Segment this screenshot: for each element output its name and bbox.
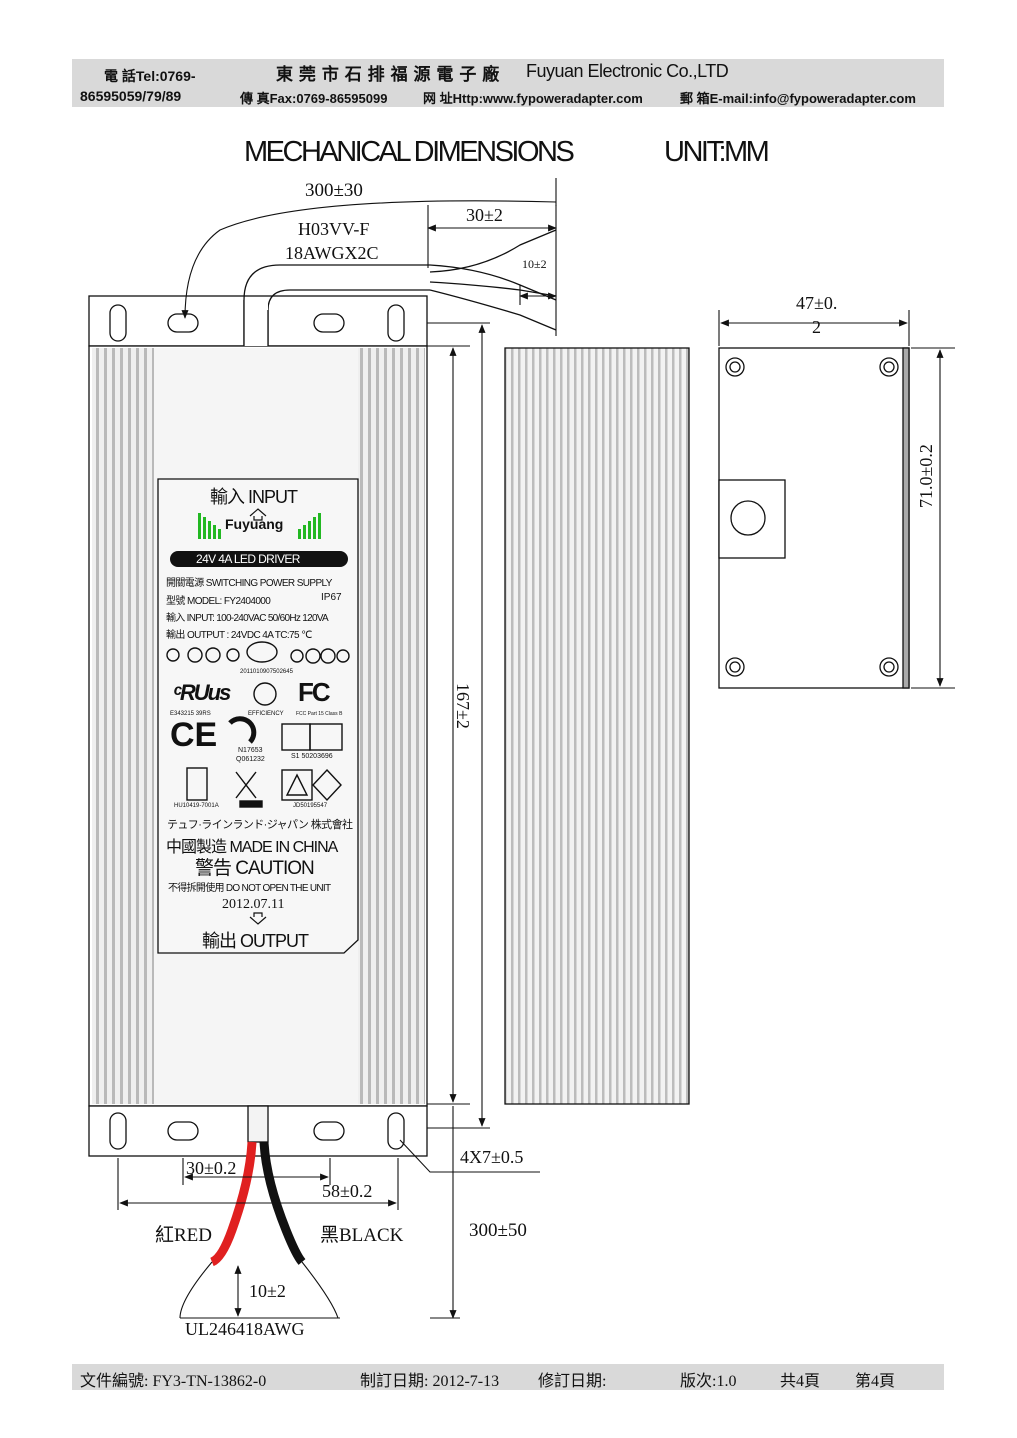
wire-black-label: 黑BLACK (320, 1225, 404, 1246)
label-do-not-open: 不得拆開使用 DO NOT OPEN THE UNIT (168, 883, 331, 894)
footer-version: 版次:1.0 (680, 1373, 737, 1390)
label-efficiency: EFFICIENCY (248, 711, 284, 717)
ccc-mark-icon (246, 641, 278, 663)
label-japan: テュフ·ラインランド·ジャパン 株式會社 (167, 819, 353, 831)
dim-length: 167±2 (453, 683, 473, 729)
header-email: 郵 箱E-mail:info@fypoweradapter.com (680, 91, 916, 106)
gs-mark-icon (309, 723, 343, 751)
label-date: 2012.07.11 (222, 897, 285, 912)
kc-mark-icon (186, 767, 208, 801)
ul-mark-icon: ᶜRUus (173, 680, 231, 705)
brand-logo-bars (198, 513, 321, 539)
page-title: MECHANICAL DIMENSIONS (244, 136, 575, 168)
bottom-wires (179, 1141, 339, 1319)
header-tel-numbers: 86595059/79/89 (80, 88, 182, 104)
label-output: 輸出 OUTPUT (202, 931, 309, 951)
weee-bin-icon (235, 771, 257, 799)
weee-bar-icon (239, 800, 263, 808)
ce-mark-icon: CE (170, 716, 218, 754)
efficiency-v-icon (253, 682, 277, 706)
label-spec-1: 開關電源 SWITCHING POWER SUPPLY (166, 578, 332, 589)
wire-red-label: 紅RED (155, 1225, 213, 1246)
terminal-l-icon (166, 648, 180, 662)
label-product: 24V 4A LED DRIVER (196, 552, 300, 566)
down-arrow-icon (249, 912, 267, 925)
dim-cable-gauge: 18AWGX2C (285, 243, 379, 263)
label-spec-model: 型號 MODEL: FY2404000 (166, 596, 271, 607)
fcc-mark-icon: FC (298, 677, 331, 707)
label-cb-2: Q061232 (236, 756, 265, 763)
arrows-label (249, 508, 267, 925)
dim-cable-length-top: 300±30 (305, 180, 363, 201)
label-cert-no: 2011010907502645 (240, 669, 293, 675)
label-gs-no: S1 50203696 (291, 753, 333, 760)
terminal-n-icon (226, 648, 240, 662)
dim-width: 47±0. (796, 293, 838, 313)
length-dimension (427, 322, 490, 1319)
label-caution: 警告 CAUTION (195, 858, 315, 879)
dim-cable-bottom: UL246418AWG (185, 1319, 305, 1339)
header-company-cn: 東 莞 市 石 排 福 源 電 子 廠 (276, 65, 500, 85)
hole-callout (399, 1139, 540, 1173)
footer-total-pages: 共4頁 (780, 1373, 821, 1390)
blk-terminal-icon (320, 648, 336, 664)
dim-tip-bottom: 10±2 (249, 1281, 286, 1301)
header-band (72, 59, 944, 107)
header-fax: 傳 真Fax:0769-86595099 (240, 91, 388, 106)
terminal-brn-icon (205, 647, 221, 663)
end-view-dimensions (718, 310, 955, 689)
triangle-icon (285, 773, 309, 796)
pse-diamond-icon (312, 768, 342, 802)
label-plate (157, 478, 359, 954)
bottom-dimensions (117, 1158, 399, 1319)
header-tel: 電 話Tel:0769- (104, 68, 196, 84)
label-input: 輸入 INPUT (210, 487, 298, 507)
cert-marks (166, 641, 350, 808)
plus-terminal-icon (290, 649, 304, 663)
dim-hole-spacing-1: 30±0.2 (186, 1158, 237, 1178)
footer-issue-date: 制訂日期: 2012-7-13 (360, 1373, 500, 1390)
footer-doc-no: 文件編號: FY3-TN-13862-0 (80, 1373, 267, 1390)
top-dimensions (181, 178, 557, 336)
footer-band (72, 1364, 944, 1390)
label-ul-no: E343215 39RS (170, 711, 211, 717)
dim-cable-length-bottom: 300±50 (469, 1220, 527, 1241)
dim-cable-type: H03VV-F (298, 219, 370, 239)
label-spec-output: 輸出 OUTPUT : 24VDC 4A TC:75 ℃ (166, 630, 312, 641)
front-bottom-flange (88, 1105, 428, 1157)
dim-tip-length: 10±2 (522, 257, 547, 271)
red-terminal-icon (305, 648, 321, 664)
label-pse-no: JD50195547 (293, 803, 328, 809)
cb-mark-icon (228, 716, 257, 744)
header-web: 网 址Http:www.fypoweradapter.com (423, 91, 643, 106)
dim-width-2: 2 (812, 317, 821, 337)
label-made: 中國製造 MADE IN CHINA (166, 839, 338, 856)
dim-hole: 4X7±0.5 (460, 1147, 524, 1167)
footer-revise-date: 修訂日期: (538, 1373, 607, 1390)
dim-hole-spacing-2: 58±0.2 (322, 1181, 373, 1201)
label-spec-ip: IP67 (321, 592, 342, 603)
side-view (504, 347, 690, 1105)
up-arrow-icon (249, 508, 267, 521)
terminal-blu-icon (187, 647, 203, 663)
dim-height: 71.0±0.2 (916, 444, 936, 508)
end-view (718, 347, 910, 689)
dim-strip-length: 30±2 (466, 205, 503, 225)
header-company-en: Fuyuan Electronic Co.,LTD (526, 61, 729, 81)
minus-terminal-icon (336, 649, 350, 663)
pse-triangle-icon (281, 769, 313, 801)
label-spec-input: 輸入 INPUT: 100-240VAC 50/60Hz 120VA (166, 613, 329, 624)
label-cb-1: N17653 (238, 747, 263, 754)
unit-label: UNIT:MM (664, 136, 770, 168)
label-fcc: FCC Part 15 Class B (296, 711, 343, 717)
footer-page: 第4頁 (855, 1373, 896, 1390)
front-body (88, 345, 428, 1107)
label-kc-no: HU10419-7001A (174, 803, 219, 809)
label-brand: Fuyuang (225, 516, 284, 532)
top-cable (243, 229, 557, 346)
